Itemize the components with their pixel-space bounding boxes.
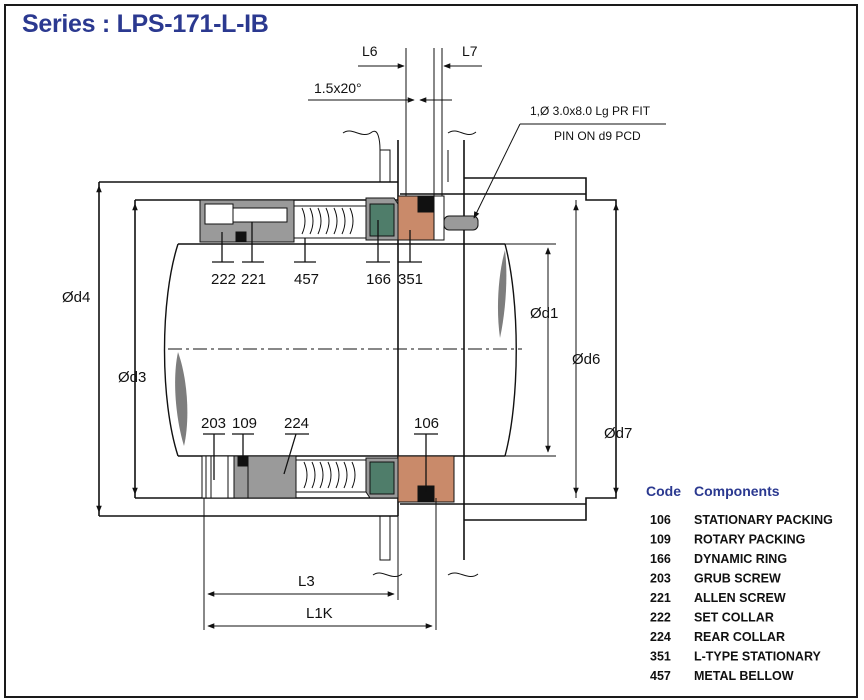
legend-component-name: DYNAMIC RING	[694, 552, 787, 566]
pin-note-line1: 1,Ø 3.0x8.0 Lg PR FIT	[530, 104, 651, 118]
dim-l3: L3	[298, 573, 315, 590]
break-marks	[342, 130, 479, 578]
drawing-frame	[4, 4, 858, 698]
components-legend: Code Components 106 STATIONARY PACKING 109…	[646, 483, 833, 683]
callout-166: 166	[366, 271, 391, 288]
dim-chamfer: 1.5x20°	[314, 80, 362, 96]
top-seal-assembly	[199, 195, 479, 243]
legend-code-header: Code	[646, 483, 681, 499]
callout-222: 222	[211, 271, 236, 288]
dim-l7: L7	[462, 43, 478, 59]
callout-457: 457	[294, 271, 319, 288]
legend-code: 222	[650, 611, 671, 625]
dim-l1k: L1K	[306, 605, 333, 622]
bottom-seal-assembly	[201, 455, 455, 503]
housing-outline	[98, 140, 617, 560]
legend-component-name: METAL BELLOW	[694, 669, 794, 683]
dim-d4: Ød4	[62, 289, 90, 306]
dim-d1: Ød1	[530, 305, 558, 322]
legend-component-name: ALLEN SCREW	[694, 591, 786, 605]
legend-code: 221	[650, 591, 671, 605]
legend-code: 203	[650, 572, 671, 586]
callout-106: 106	[414, 415, 439, 432]
legend-code: 351	[650, 650, 671, 664]
callout-221: 221	[241, 271, 266, 288]
callout-leaders	[203, 220, 438, 492]
callout-351: 351	[398, 271, 423, 288]
legend-component-name: L-TYPE STATIONARY	[694, 650, 822, 664]
legend-component-name: SET COLLAR	[694, 611, 774, 625]
callout-224: 224	[284, 415, 309, 432]
legend-component-name: ROTARY PACKING	[694, 533, 805, 547]
legend-code: 109	[650, 533, 671, 547]
callout-203: 203	[201, 415, 226, 432]
shaft-break-left	[175, 352, 188, 446]
legend-code: 224	[650, 630, 671, 644]
dim-l6: L6	[362, 43, 378, 59]
legend-code: 166	[650, 552, 671, 566]
dimension-lines	[96, 48, 666, 630]
legend-components-header: Components	[694, 483, 780, 499]
dim-d3: Ød3	[118, 369, 146, 386]
pin-note-line2: PIN ON d9 PCD	[554, 129, 641, 143]
page-title: Series : LPS-171-L-IB	[22, 10, 269, 38]
legend-component-name: STATIONARY PACKING	[694, 513, 833, 527]
legend-code: 457	[650, 669, 671, 683]
dim-d7: Ød7	[604, 425, 632, 442]
legend-component-name: GRUB SCREW	[694, 572, 781, 586]
dim-d6: Ød6	[572, 351, 600, 368]
legend-code: 106	[650, 513, 671, 527]
callout-109: 109	[232, 415, 257, 432]
legend-component-name: REAR COLLAR	[694, 630, 785, 644]
shaft-break-right	[497, 250, 507, 338]
